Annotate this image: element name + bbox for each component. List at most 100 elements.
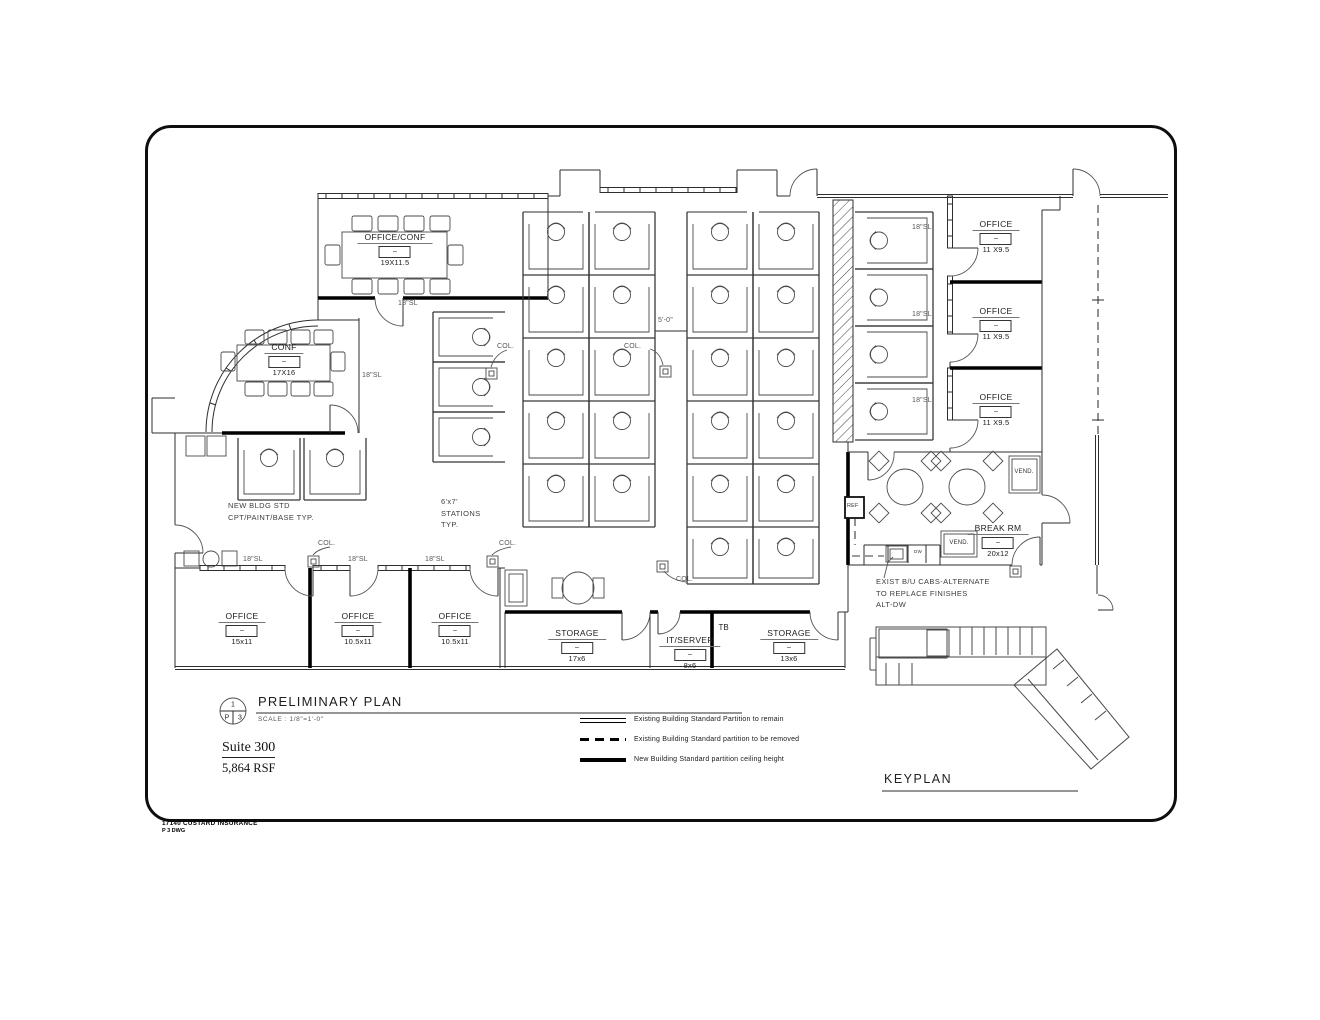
room-label-office-e2: OFFICE – 11 X9.5 — [972, 307, 1020, 341]
refrigerator-label: REF — [847, 503, 859, 509]
plan-scale: SCALE : 1/8"=1'-0" — [258, 716, 324, 723]
room-name: OFFICE — [972, 220, 1020, 231]
room-label-office-conf: OFFICE/CONF – 19X11.5 — [357, 233, 433, 267]
dimension-5ft: 5'-0" — [658, 317, 673, 324]
legend-label: Existing Building Standard partition to … — [634, 736, 800, 743]
room-name: OFFICE — [431, 612, 479, 623]
room-tag-box: – — [342, 624, 374, 637]
sill-label: 18"SL — [912, 224, 932, 231]
keyplan-title: KEYPLAN — [884, 772, 953, 786]
room-label-office-10-5x11-b: OFFICE – 10.5x11 — [431, 612, 479, 646]
suite-name: Suite 300 — [222, 740, 276, 758]
room-name: CONF — [264, 343, 304, 354]
legend-row-new: New Building Standard partition ceiling … — [580, 756, 784, 763]
room-name: STORAGE — [760, 629, 818, 640]
legend-row-removed: Existing Building Standard partition to … — [580, 736, 799, 743]
sill-label: 18"SL — [348, 556, 368, 563]
room-tag-box: – — [981, 536, 1014, 549]
room-tag: – — [994, 407, 998, 415]
legend-line-existing-remain — [580, 717, 626, 723]
room-tag: – — [282, 357, 286, 365]
room-tag-box: – — [673, 648, 706, 661]
room-label-conf: CONF – 17X16 — [264, 343, 304, 377]
room-size: 8x6 — [683, 660, 697, 670]
room-label-storage-17x6: STORAGE – 17x6 — [548, 629, 606, 663]
vending-label: VEND. — [949, 540, 969, 546]
room-size: 10.5x11 — [441, 636, 469, 646]
note-line: CPT/PAINT/BASE TYP. — [228, 512, 314, 522]
room-size: 17x6 — [568, 653, 586, 663]
room-tag: – — [996, 538, 1000, 546]
room-tag: – — [787, 643, 791, 651]
legend-row-remain: Existing Building Standard Partition to … — [580, 716, 784, 723]
suite-area: 5,864 RSF — [222, 761, 276, 775]
room-tag: – — [240, 626, 244, 634]
room-name: OFFICE — [218, 612, 266, 623]
legend-label: Existing Building Standard Partition to … — [634, 716, 784, 723]
note-line: ALT-DW — [876, 600, 907, 610]
room-label-office-e3: OFFICE – 11 X9.5 — [972, 393, 1020, 427]
detail-sheet-prefix: P — [224, 714, 230, 722]
detail-number: 1 — [231, 701, 235, 709]
room-tag: – — [575, 643, 579, 651]
sill-label: 18"SL — [912, 397, 932, 404]
room-size: 19X11.5 — [380, 257, 410, 267]
note-line: EXIST B/U CABS-ALTERNATE — [876, 577, 990, 586]
column-label: COL. — [497, 343, 515, 350]
room-name: IT/SERVER — [659, 636, 721, 647]
room-tag: – — [994, 321, 998, 329]
room-prefix-tb: TB — [718, 623, 729, 632]
room-tag-box: – — [226, 624, 258, 637]
room-label-storage-13x6: STORAGE – 13x6 — [760, 629, 818, 663]
sheet-border — [145, 125, 1177, 822]
room-size: 17X16 — [272, 367, 296, 377]
room-tag: – — [453, 626, 457, 634]
column-label: COL. — [318, 540, 336, 547]
legend-line-existing-removed — [580, 737, 626, 743]
note-line: TYP. — [441, 520, 459, 530]
legend-line-new-partition — [580, 757, 626, 763]
note-line: STATIONS — [441, 508, 481, 518]
sill-label: 18"SL — [362, 372, 382, 379]
room-tag: – — [994, 234, 998, 242]
room-size: 11 X9.5 — [982, 244, 1010, 254]
sheet-footer-project: 17140 CUSTARD INSURANCE — [162, 820, 258, 827]
plan-title: PRELIMINARY PLAN — [258, 694, 403, 709]
sill-label: 18"SL — [398, 300, 418, 307]
room-tag-box: – — [980, 405, 1012, 418]
room-name: BREAK RM — [967, 524, 1029, 535]
note-exist-cabs: EXIST B/U CABS-ALTERNATE TO REPLACE FINIS… — [876, 576, 990, 611]
room-label-it-server: IT/SERVER TB – 8x6 — [659, 623, 729, 670]
room-size: 10.5x11 — [344, 636, 372, 646]
room-size: 11 X9.5 — [982, 331, 1010, 341]
sheet-footer-file: P 3 DWG — [162, 828, 186, 834]
room-name: OFFICE — [334, 612, 382, 623]
dishwasher-label: DW — [914, 549, 922, 554]
room-tag: – — [356, 626, 360, 634]
sill-label: 18"SL — [243, 556, 263, 563]
vending-label: VEND. — [1014, 469, 1034, 475]
room-tag-box: – — [268, 355, 300, 368]
sill-label: 18"SL — [425, 556, 445, 563]
room-tag-box: – — [439, 624, 471, 637]
room-tag-box: – — [772, 641, 805, 654]
detail-sheet-number: 3 — [238, 714, 242, 722]
room-size: 11 X9.5 — [982, 417, 1010, 427]
room-tag-box: – — [378, 245, 411, 258]
room-label-office-15x11: OFFICE – 15x11 — [218, 612, 266, 646]
room-size: 13x6 — [780, 653, 798, 663]
room-name: STORAGE — [548, 629, 606, 640]
room-tag-box: – — [560, 641, 593, 654]
room-label-office-e1: OFFICE – 11 X9.5 — [972, 220, 1020, 254]
legend-label: New Building Standard partition ceiling … — [634, 756, 785, 763]
room-name: OFFICE — [972, 307, 1020, 318]
room-tag: – — [393, 247, 397, 255]
room-tag-box: – — [980, 232, 1012, 245]
column-label: COL. — [676, 576, 694, 583]
room-label-office-10-5x11-a: OFFICE – 10.5x11 — [334, 612, 382, 646]
note-line: TO REPLACE FINISHES — [876, 588, 968, 598]
